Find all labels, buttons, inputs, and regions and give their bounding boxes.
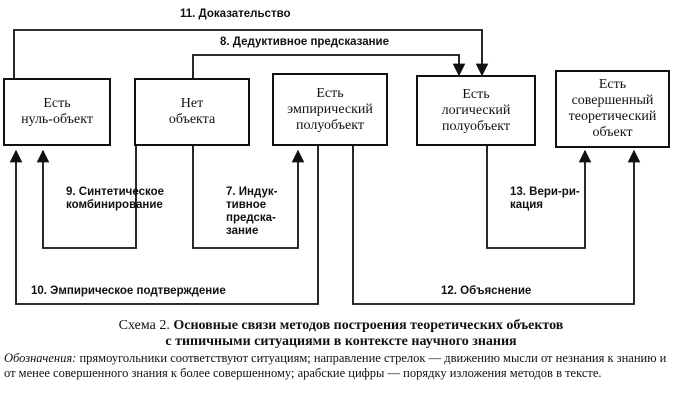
label-9-synthetic: 9. Синтетическое комбинирование [66, 186, 165, 211]
arrow-9-synthetic [36, 146, 137, 249]
arrow-10-empirical [9, 146, 319, 305]
label-8-deductive: 8. Дедуктивное предсказание [220, 36, 390, 48]
box-null-object: Есть нуль-объект [3, 78, 111, 146]
box-logical-semiobject: Есть логический полуобъект [416, 75, 536, 146]
arrow-11-proof [13, 29, 489, 78]
label-12-explanation: 12. Объяснение [441, 285, 532, 297]
box-empirical-semiobject: Есть эмпирический полуобъект [272, 73, 388, 146]
box-perfect-object: Есть совершенный теоретический объект [555, 70, 670, 148]
figure-caption-line1: Схема 2. Основные связи методов построен… [118, 318, 564, 333]
legend-notes: Обозначения: прямоугольники соответствую… [4, 351, 667, 380]
label-11-proof: 11. Доказательство [180, 8, 291, 20]
arrow-12-explanation [352, 146, 641, 305]
arrow-8-deductive [192, 54, 466, 78]
box-no-object: Нет объекта [134, 78, 250, 146]
arrow-7-inductive [192, 146, 305, 249]
label-13-verification: 13. Вери-ри- кация [510, 186, 580, 211]
figure-caption-line2: с типичными ситуациями в контексте научн… [165, 334, 517, 349]
label-10-empirical: 10. Эмпирическое подтверждение [31, 285, 226, 297]
arrow-13-verification [486, 146, 592, 249]
label-7-inductive: 7. Индук- тивное предска- зание [226, 186, 278, 237]
